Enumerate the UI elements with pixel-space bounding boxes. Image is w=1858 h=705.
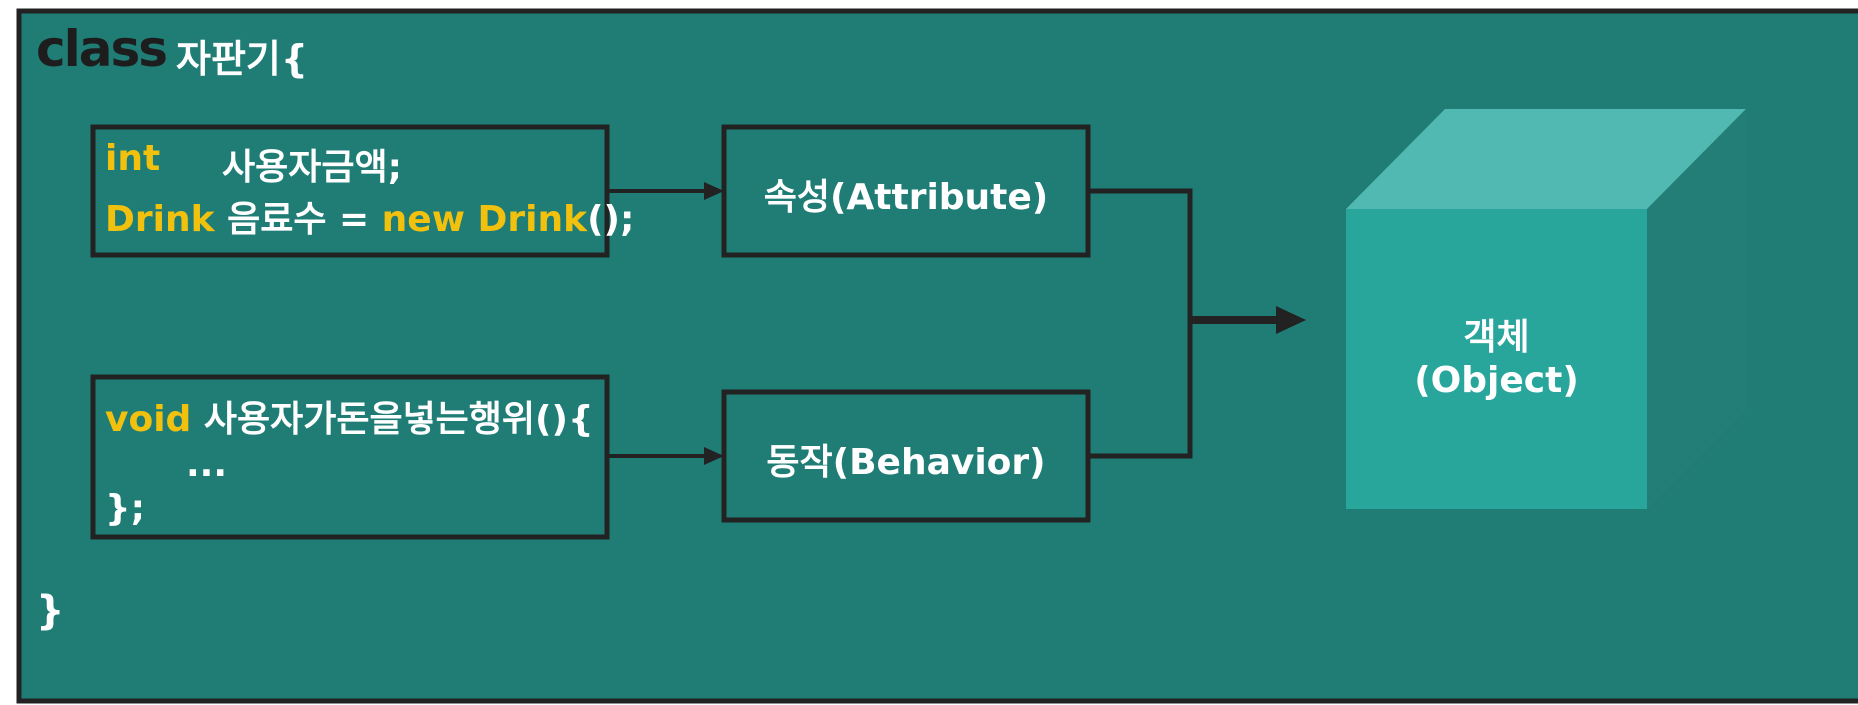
object-cube	[1346, 109, 1746, 509]
behavior-arrow	[607, 447, 724, 465]
cube-side	[1647, 109, 1746, 509]
code-field-drink-end: ();	[587, 199, 635, 240]
code-keyword-new: new	[381, 199, 465, 240]
class-keyword: class	[36, 20, 168, 78]
code-field-drink: Drink 음료수 = new Drink();	[105, 190, 634, 242]
attribute-arrow	[607, 182, 724, 200]
code-field-drink-name: 음료수 =	[214, 199, 382, 240]
class-closing-brace: }	[36, 588, 65, 634]
object-label: 객체	[1463, 317, 1530, 358]
behavior-label: 동작(Behavior)	[766, 442, 1046, 483]
cube-front	[1346, 209, 1647, 509]
object-label-english: (Object)	[1414, 360, 1579, 401]
code-method-body: ...	[186, 444, 228, 485]
code-method-signature: void 사용자가돈을넣는행위(){	[105, 390, 594, 442]
code-keyword-void: void	[105, 399, 192, 440]
code-method-close: };	[105, 488, 146, 529]
code-method-name: 사용자가돈을넣는행위(){	[191, 399, 594, 440]
code-keyword-drink-type: Drink	[105, 199, 215, 240]
object-arrow	[1190, 306, 1306, 334]
cube-top	[1346, 109, 1746, 209]
code-field-amount: 사용자금액;	[222, 147, 402, 188]
code-keyword-int: int	[105, 138, 161, 179]
class-name: 자판기{	[176, 37, 308, 81]
attribute-label: 속성(Attribute)	[763, 177, 1049, 218]
code-keyword-drink-ctor: Drink	[477, 199, 588, 240]
